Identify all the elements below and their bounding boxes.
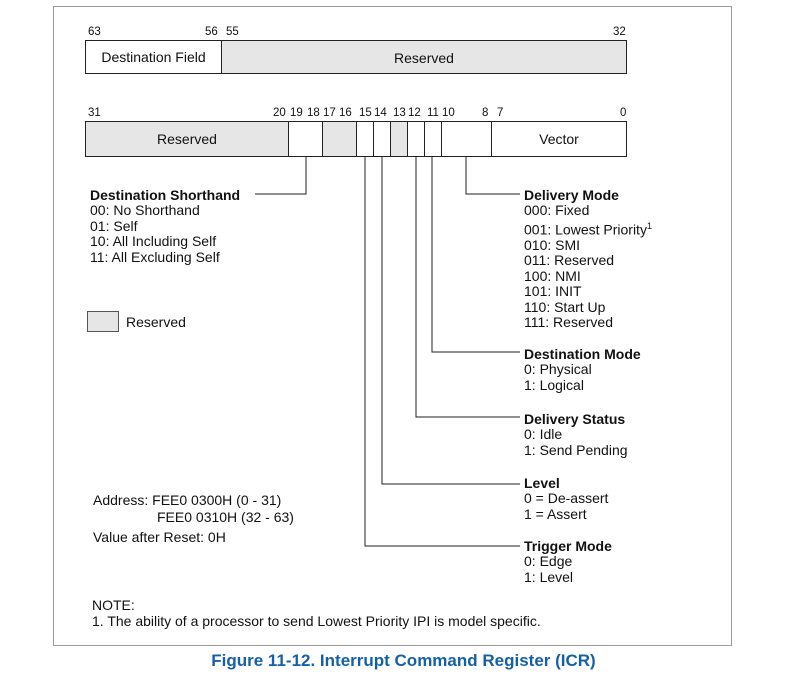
level-title: Level: [524, 475, 560, 491]
bit-label-20: 20: [273, 107, 286, 119]
destination-shorthand-block: Destination Shorthand 00: No Shorthand 0…: [90, 187, 240, 265]
bit-label-19: 19: [290, 107, 303, 119]
destination-shorthand-title: Destination Shorthand: [90, 187, 241, 203]
bit-label-32: 32: [613, 26, 626, 38]
bit-label-17: 17: [323, 107, 336, 119]
bit-label-56: 56: [205, 26, 218, 38]
bit-label-31: 31: [88, 107, 101, 119]
delivery-mode-item: 010: SMI: [524, 236, 581, 253]
trigger-mode-item: 1: Level: [524, 568, 574, 585]
note-text: 1. The ability of a processor to send Lo…: [92, 613, 541, 629]
trigger-mode-connector: [364, 157, 520, 547]
shorthand-connector: [255, 157, 307, 195]
legend-reserved-swatch: [87, 311, 119, 332]
address-block: Address: FEE0 0300H (0 - 31) FEE0 0310H …: [93, 492, 294, 548]
level-connector: [381, 157, 520, 485]
destination-mode-item: 1: Logical: [524, 376, 584, 393]
delivery-mode-cell: [441, 121, 492, 157]
shorthand-item: 10: All Including Self: [90, 233, 217, 249]
delivery-mode-block: Delivery Mode 000: Fixed 001: Lowest Pri…: [524, 187, 652, 331]
note-title: NOTE:: [92, 597, 135, 613]
figure-frame: [53, 6, 732, 646]
shorthand-item: 11: All Excluding Self: [90, 248, 220, 265]
delivery-mode-item: 110: Start Up: [524, 298, 606, 315]
level-item: 0 = De-assert: [524, 490, 609, 506]
delivery-status-connector: [415, 157, 520, 418]
bit-label-63: 63: [88, 26, 101, 38]
delivery-mode-item: 011: Reserved: [524, 252, 615, 269]
bit-label-8: 8: [482, 107, 489, 119]
bit-label-7: 7: [497, 107, 504, 119]
figure-caption: Figure 11-12. Interrupt Command Register…: [211, 651, 596, 670]
delivery-status-item: 1: Send Pending: [524, 441, 628, 458]
low-reserved-box: Reserved: [85, 121, 289, 157]
delivery-mode-item: 111: Reserved: [524, 314, 613, 331]
low-reserved-label: Reserved: [157, 131, 217, 147]
delivery-status-item: 0: Idle: [524, 426, 563, 442]
level-block: Level 0 = De-assert 1 = Assert: [524, 475, 608, 522]
bit-label-12: 12: [408, 107, 421, 119]
destination-mode-item: 0: Physical: [524, 361, 592, 377]
delivery-mode-connector: [465, 157, 520, 195]
trigger-mode-item: 0: Edge: [524, 553, 573, 569]
delivery-mode-item: 100: NMI: [524, 267, 581, 284]
high-reserved-label: Reserved: [394, 50, 454, 66]
destination-field-label: Destination Field: [101, 49, 206, 65]
delivery-mode-item-lowest-priority: 001: Lowest Priority1: [524, 219, 652, 238]
address-line-1: Address: FEE0 0300H (0 - 31): [93, 492, 282, 508]
delivery-mode-title: Delivery Mode: [524, 187, 619, 203]
vector-label: Vector: [539, 131, 579, 147]
bit-label-0: 0: [620, 107, 627, 119]
delivery-status-block: Delivery Status 0: Idle 1: Send Pending: [524, 411, 628, 458]
level-item: 1 = Assert: [524, 505, 587, 522]
address-line-2: FEE0 0310H (32 - 63): [157, 509, 294, 525]
reset-value: Value after Reset: 0H: [93, 529, 226, 545]
bit-label-13: 13: [393, 107, 406, 119]
trigger-mode-block: Trigger Mode 0: Edge 1: Level: [524, 538, 612, 585]
destination-field-box: Destination Field: [85, 40, 222, 74]
delivery-mode-item-text: 001: Lowest Priority: [524, 221, 647, 238]
shorthand-item: 00: No Shorthand: [90, 202, 200, 218]
high-reserved-box: Reserved: [221, 40, 627, 74]
footnote-mark: 1: [646, 220, 652, 231]
legend-reserved-label: Reserved: [126, 314, 186, 330]
bit-label-18: 18: [307, 107, 320, 119]
delivery-status-title: Delivery Status: [524, 411, 626, 427]
vector-box: Vector: [491, 121, 627, 157]
delivery-mode-item: 101: INIT: [524, 283, 582, 300]
destination-mode-title: Destination Mode: [524, 346, 641, 362]
destination-mode-block: Destination Mode 0: Physical 1: Logical: [524, 346, 641, 393]
bit-label-10: 10: [442, 107, 455, 119]
delivery-mode-item: 000: Fixed: [524, 202, 590, 218]
bit-label-55: 55: [226, 26, 239, 38]
destination-mode-connector: [431, 157, 520, 353]
shorthand-item: 01: Self: [90, 217, 138, 234]
trigger-mode-title: Trigger Mode: [524, 538, 612, 554]
bit-label-14: 14: [374, 107, 387, 119]
bit-label-16: 16: [339, 107, 352, 119]
bit-label-15: 15: [359, 107, 372, 119]
note-block: NOTE: 1. The ability of a processor to s…: [92, 597, 541, 629]
bit-label-11: 11: [427, 107, 439, 119]
